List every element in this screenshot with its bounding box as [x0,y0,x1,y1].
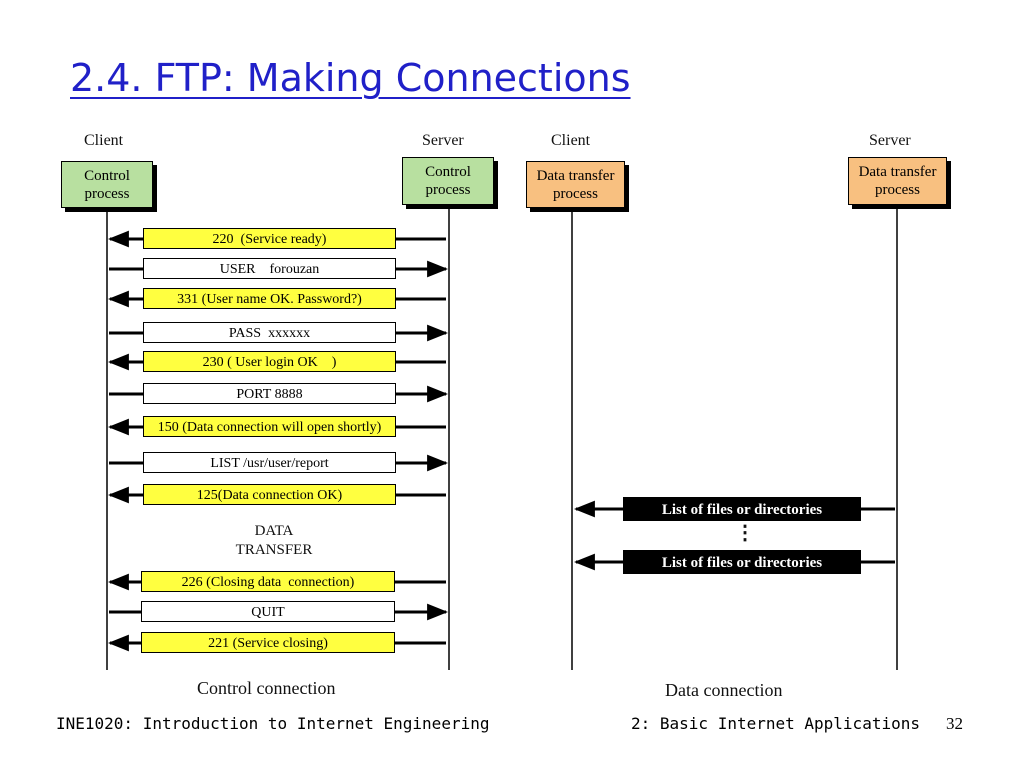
message-box: PASS xxxxxx [143,322,396,343]
message-box: 125(Data connection OK) [143,484,396,505]
message-box: 150 (Data connection will open shortly) [143,416,396,437]
client-data-transfer-process-box: Data transfer process [526,161,625,208]
message-box: LIST /usr/user/report [143,452,396,473]
message-box: 331 (User name OK. Password?) [143,288,396,309]
client-label-right: Client [551,132,591,149]
server-data-transfer-process-box: Data transfer process [848,157,947,205]
data-connection-caption: Data connection [665,680,783,700]
ellipsis-indicator: ⋮ [735,522,755,544]
slide-title: 2.4. FTP: Making Connections [70,56,631,100]
data-message-box: List of files or directories [623,497,861,521]
message-box: QUIT [141,601,395,622]
message-box: 220 (Service ready) [143,228,396,249]
footer-chapter: 2: Basic Internet Applications [631,714,920,733]
message-box: 221 (Service closing) [141,632,395,653]
message-box: PORT 8888 [143,383,396,404]
message-box: 230 ( User login OK ) [143,351,396,372]
message-box: USER forouzan [143,258,396,279]
data-message-box: List of files or directories [623,550,861,574]
data-transfer-label: DATA TRANSFER [235,523,313,558]
server-label-right: Server [869,132,911,149]
message-box: 226 (Closing data connection) [141,571,395,592]
footer-course: INE1020: Introduction to Internet Engine… [56,714,490,733]
control-connection-caption: Control connection [197,678,336,698]
page-number: 32 [946,714,963,733]
server-label-left: Server [422,132,464,149]
server-control-process-box: Control process [402,157,494,205]
client-label-left: Client [84,132,124,149]
client-control-process-box: Control process [61,161,153,208]
